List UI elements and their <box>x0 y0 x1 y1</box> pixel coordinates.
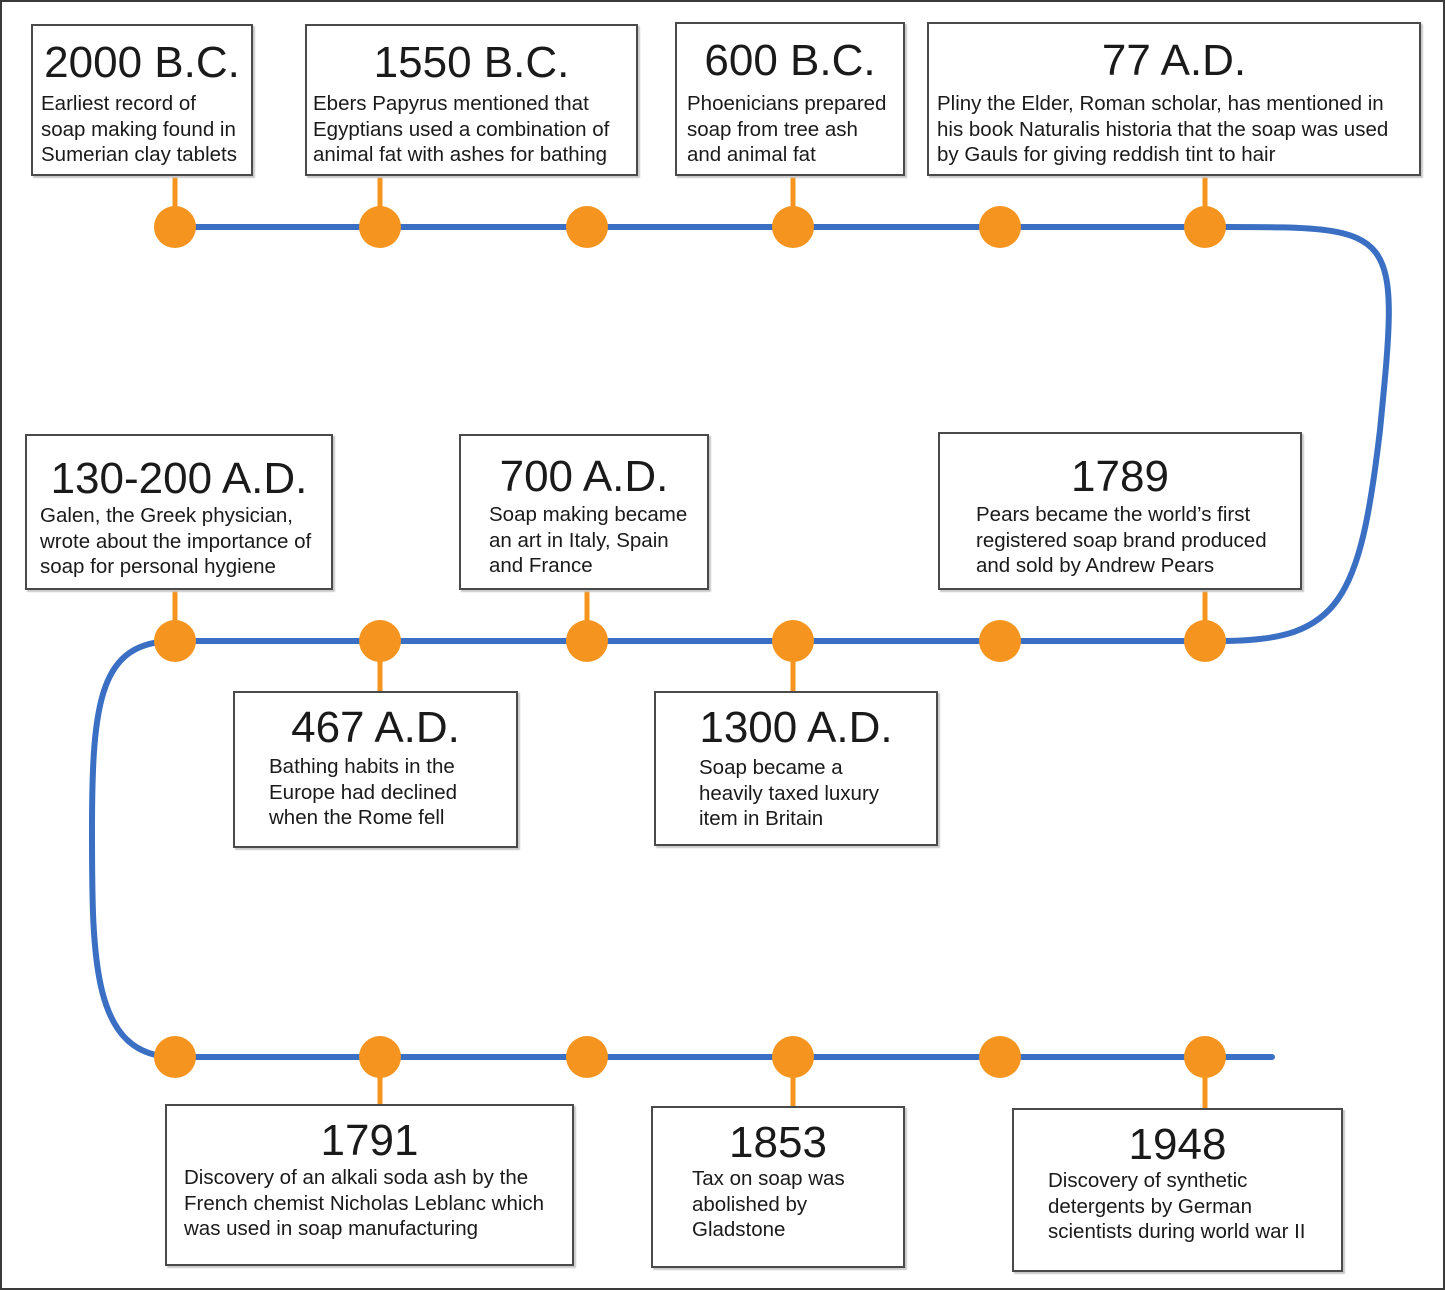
event-year: 130-200 A.D. <box>50 454 308 503</box>
event-box-600bc: 600 B.C. Phoenicians prepared soap from … <box>675 22 905 176</box>
event-description: Discovery of an alkali soda ash by the F… <box>184 1166 545 1240</box>
event-description: Ebers Papyrus mentioned that Egyptians u… <box>313 92 610 166</box>
event-description: Tax on soap was abolished by Gladstone <box>692 1167 845 1241</box>
timeline-node <box>1184 620 1226 662</box>
event-box-2000bc: 2000 B.C. Earliest record of soap making… <box>31 24 253 176</box>
event-description: Galen, the Greek physician, wrote about … <box>40 504 312 578</box>
event-year: 1789 <box>1071 452 1169 501</box>
event-box-1300ad: 1300 A.D. Soap became a heavily taxed lu… <box>654 691 938 846</box>
timeline-node <box>154 620 196 662</box>
event-description: Soap making became an art in Italy, Spai… <box>489 503 688 577</box>
timeline-node <box>772 1036 814 1078</box>
event-box-77ad: 77 A.D. Pliny the Elder, Roman scholar, … <box>927 22 1421 176</box>
timeline-node <box>359 206 401 248</box>
event-box-1853: 1853 Tax on soap was abolished by Gladst… <box>651 1106 905 1268</box>
timeline-track <box>89 224 1392 1060</box>
timeline-node <box>359 1036 401 1078</box>
timeline-node <box>566 206 608 248</box>
event-year: 467 A.D. <box>291 703 460 752</box>
event-box-1791: 1791 Discovery of an alkali soda ash by … <box>165 1104 574 1266</box>
timeline-node <box>359 620 401 662</box>
event-box-130-200ad: 130-200 A.D. Galen, the Greek physician,… <box>25 434 333 590</box>
event-box-467ad: 467 A.D. Bathing habits in the Europe ha… <box>233 691 518 848</box>
event-description: Soap became a heavily taxed luxury item … <box>699 756 880 830</box>
event-year: 1300 A.D. <box>699 703 893 752</box>
event-year: 1853 <box>729 1118 827 1167</box>
event-year: 2000 B.C. <box>44 38 240 87</box>
event-box-700ad: 700 A.D. Soap making became an art in It… <box>459 434 709 590</box>
event-year: 1791 <box>320 1116 419 1165</box>
event-description: Bathing habits in the Europe had decline… <box>269 755 458 829</box>
event-description: Pliny the Elder, Roman scholar, has ment… <box>937 92 1389 166</box>
timeline-nodes <box>154 176 1226 1108</box>
timeline-node <box>979 1036 1021 1078</box>
event-year: 1550 B.C. <box>373 38 570 87</box>
event-description: Earliest record of soap making found in … <box>41 92 237 166</box>
timeline-node <box>772 206 814 248</box>
timeline-node <box>154 206 196 248</box>
event-description: Discovery of synthetic detergents by Ger… <box>1048 1169 1306 1243</box>
timeline-node <box>566 620 608 662</box>
event-box-1789: 1789 Pears became the world’s first regi… <box>938 432 1302 590</box>
event-year: 600 B.C. <box>704 36 876 85</box>
event-year: 1948 <box>1128 1120 1227 1169</box>
timeline-node <box>1184 206 1226 248</box>
event-description: Phoenicians prepared soap from tree ash … <box>687 92 887 166</box>
event-description: Pears became the world’s first registere… <box>976 503 1267 577</box>
timeline-node <box>979 206 1021 248</box>
timeline-node <box>979 620 1021 662</box>
event-box-1550bc: 1550 B.C. Ebers Papyrus mentioned that E… <box>305 24 638 176</box>
timeline-node <box>772 620 814 662</box>
timeline-node <box>566 1036 608 1078</box>
event-year: 700 A.D. <box>499 452 669 501</box>
timeline-node <box>154 1036 196 1078</box>
event-box-1948: 1948 Discovery of synthetic detergents b… <box>1012 1108 1343 1272</box>
event-year: 77 A.D. <box>1101 36 1247 85</box>
timeline-node <box>1184 1036 1226 1078</box>
